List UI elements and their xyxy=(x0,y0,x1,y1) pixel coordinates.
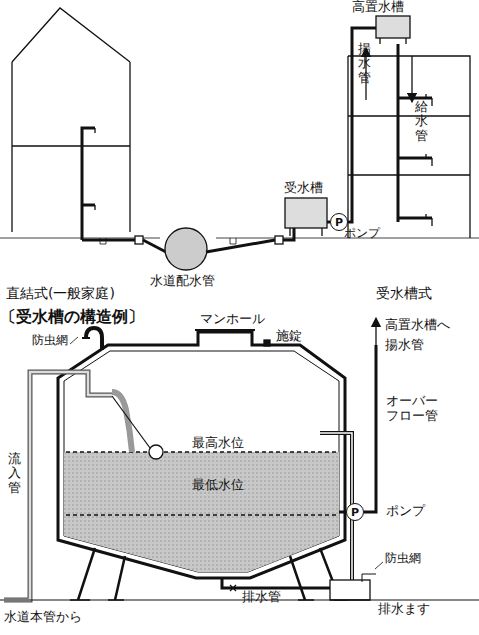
part-label: 受水槽式 xyxy=(376,285,432,301)
part-label: 〔受水槽の構造例〕 xyxy=(0,308,144,326)
part-label: 揚水管 xyxy=(385,338,424,353)
part-label: 最高水位 xyxy=(192,436,244,451)
pump-circle: P xyxy=(346,503,364,521)
pump-symbol: P xyxy=(335,217,343,228)
part-label: 排水ます xyxy=(378,602,430,617)
part-label: 水道配水管 xyxy=(150,274,215,289)
pump-symbol: P xyxy=(351,507,359,518)
part-label: ポンプ xyxy=(344,227,380,241)
part-label: 揚水管 xyxy=(358,42,371,85)
part-label: 給水管 xyxy=(415,100,428,143)
part-label: 防虫網 xyxy=(32,334,68,348)
part-label: 防虫網 xyxy=(385,552,421,566)
part-label: 受水槽 xyxy=(284,181,323,196)
part-label: 最低水位 xyxy=(192,478,244,493)
part-label: 流入管 xyxy=(8,452,21,495)
part-label: 高置水槽へ xyxy=(385,318,450,333)
part-label: ポンプ xyxy=(386,504,425,519)
part-label: 排水管 xyxy=(242,590,281,605)
part-label: 直結式(一般家庭) xyxy=(6,285,115,301)
pump-circle: P xyxy=(330,213,348,231)
part-label: 水道本管から xyxy=(4,610,82,625)
part-label: オーバーフロー管 xyxy=(386,394,446,424)
part-label: 施錠 xyxy=(276,329,302,344)
part-label: 高置水槽 xyxy=(352,0,404,15)
part-label: マンホール xyxy=(200,312,265,327)
